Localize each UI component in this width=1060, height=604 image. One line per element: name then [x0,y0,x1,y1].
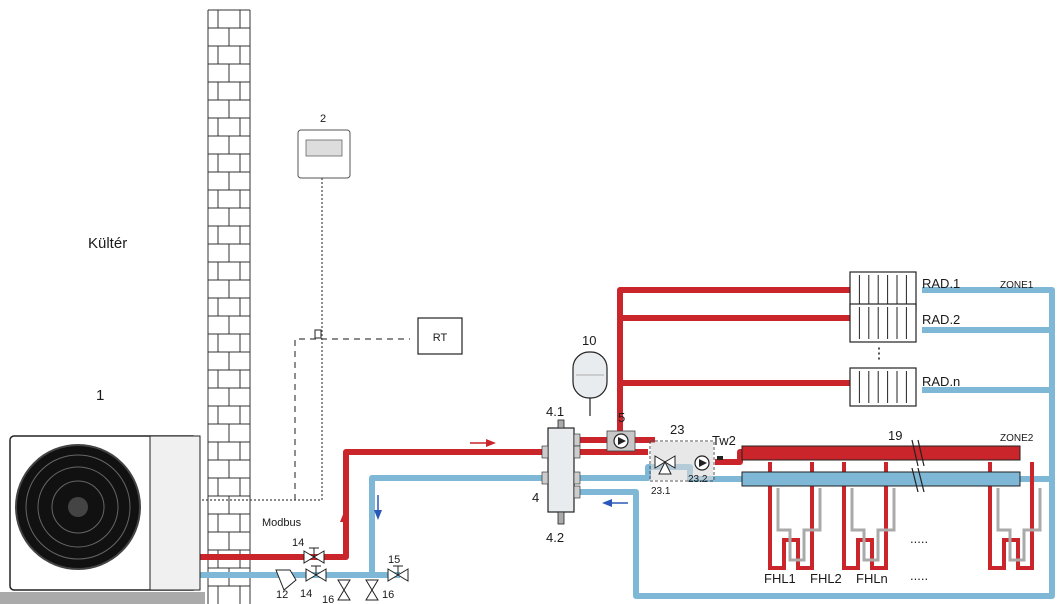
radn-label: RAD.n [922,374,960,389]
separator-4 [541,419,581,525]
radiators [849,271,917,407]
pump-label: 5 [618,410,625,425]
mixing-pump-label: 23.2 [688,474,708,485]
fhl1-label: FHL1 [764,571,796,586]
floor-heating-loops [768,462,1042,570]
sensor-label: Tw2 [712,433,736,448]
unit-number: 1 [96,387,104,404]
mixing-station-label: 23 [670,422,684,437]
modbus-label: Modbus [262,517,302,529]
outdoor-unit [0,435,205,604]
zone2-label: ZONE2 [1000,433,1034,444]
valve-16b-icon [365,579,379,601]
valve-16a-icon [337,579,351,601]
filter-12-icon [275,569,297,591]
valve-15-label: 15 [388,554,400,566]
room-thermostat [417,317,463,355]
manifold-19 [741,439,1021,493]
controller-2 [297,129,351,179]
mixing-valve-icon [654,455,676,475]
rad1-label: RAD.1 [922,276,960,291]
fhl2-label: FHL2 [810,571,842,586]
mixing-valve-label: 23.1 [651,486,671,497]
valve-16a-label: 16 [322,594,334,604]
separator-top-label: 4.1 [546,404,564,419]
valve-16b-label: 16 [382,589,394,601]
rad-ellipsis: ⋮ [872,345,887,362]
zone1-label: ZONE1 [1000,280,1034,291]
valve-14a-label: 14 [292,537,304,549]
fhl-ellipsis-bottom: ..... [910,568,928,583]
outdoor-label: Kültér [88,235,127,252]
valve-15-icon [387,565,409,582]
pump-5 [606,430,636,452]
rad2-label: RAD.2 [922,312,960,327]
valve-14a-icon [303,547,325,564]
mixing-station-23 [649,440,715,482]
separator-label: 4 [532,490,539,505]
sensor-tw2-icon [717,456,723,460]
separator-bottom-label: 4.2 [546,530,564,545]
valve-14b-icon [305,565,327,582]
valves [275,547,409,601]
valve-14b-label: 14 [300,588,312,600]
manifold-label: 19 [888,428,902,443]
fhln-label: FHLn [856,571,888,586]
wiring [200,178,410,501]
flow-arrows [340,439,628,540]
filter-12-label: 12 [276,589,288,601]
hot-pipes [195,287,850,560]
expansion-tank-10 [572,351,608,416]
brick-wall [207,9,251,604]
controller-label: 2 [320,113,326,125]
rt-label: RT [433,332,448,344]
fhl-ellipsis-middle: ..... [910,531,928,546]
expansion-tank-label: 10 [582,333,596,348]
